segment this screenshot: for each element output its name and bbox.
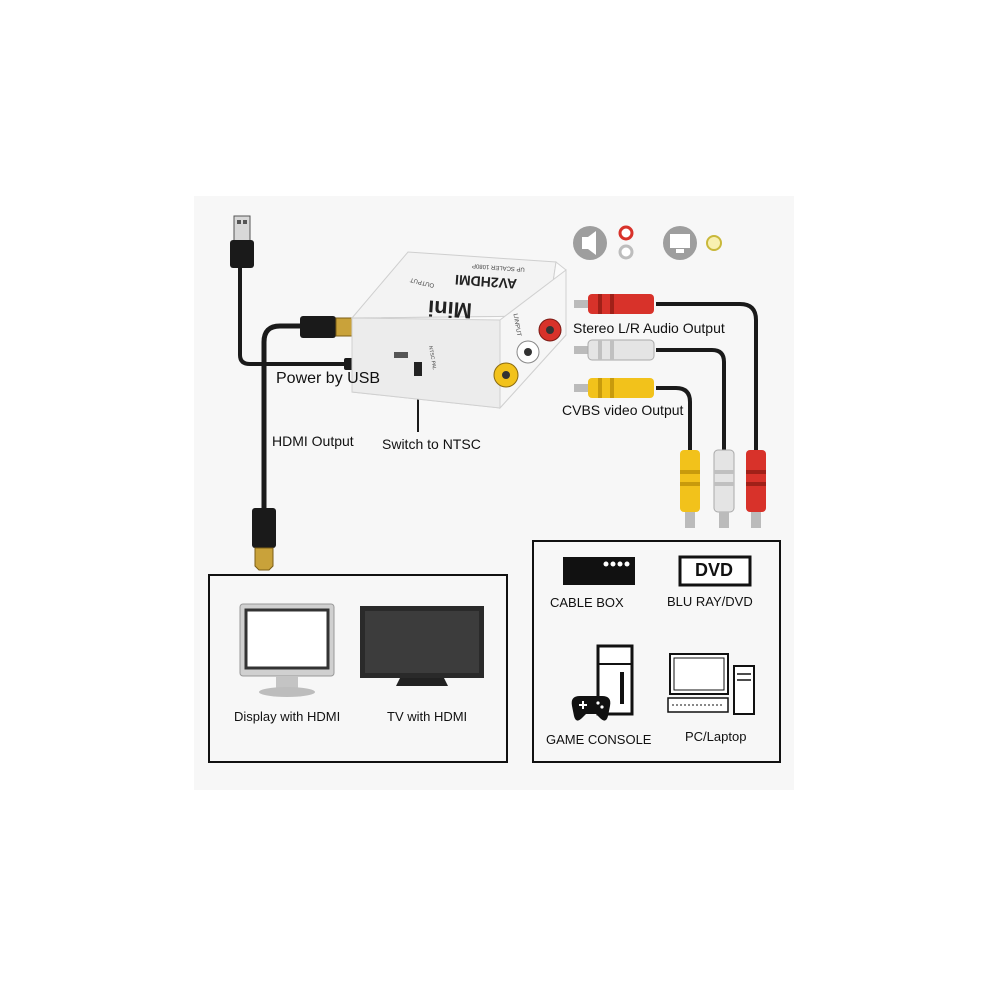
hdmi-cable bbox=[261, 323, 305, 512]
tv-icon bbox=[360, 606, 484, 686]
red-rca-plug-icon bbox=[574, 294, 654, 314]
speaker-icon bbox=[573, 226, 607, 260]
hdmi-displays-box bbox=[208, 574, 508, 763]
yellow-cable bbox=[656, 386, 692, 452]
cvbs-video-output-label: CVBS video Output bbox=[562, 402, 684, 418]
device-brand: Mini bbox=[427, 295, 473, 324]
game-console-icon bbox=[571, 644, 634, 721]
video-jack-icon bbox=[706, 235, 722, 251]
yellow-rca-plug-down-icon bbox=[680, 450, 700, 528]
usb-cable bbox=[238, 268, 352, 366]
stereo-audio-output-label: Stereo L/R Audio Output bbox=[573, 320, 725, 336]
white-cable bbox=[656, 348, 726, 452]
hdmi-plug-top-icon bbox=[300, 316, 361, 338]
dvd-player-icon bbox=[678, 555, 752, 587]
tv-with-hdmi-label: TV with HDMI bbox=[387, 709, 468, 724]
hdmi-output-label: HDMI Output bbox=[272, 433, 354, 449]
display-with-hdmi-label: Display with HDMI bbox=[234, 709, 341, 724]
dvd-logo-text: DVD bbox=[695, 560, 734, 580]
cable-box-icon bbox=[563, 557, 635, 585]
monitor-legend-icon bbox=[663, 226, 697, 260]
red-cable bbox=[656, 302, 758, 452]
pc-icon bbox=[667, 653, 755, 715]
usb-plug-icon bbox=[230, 215, 254, 268]
yellow-rca-plug-icon bbox=[574, 378, 654, 398]
audio-jacks-icon bbox=[618, 225, 634, 260]
white-rca-plug-icon bbox=[574, 339, 655, 361]
blu-ray-dvd-label: BLU RAY/DVD bbox=[667, 594, 753, 609]
hdmi-plug-bottom-icon bbox=[252, 508, 276, 571]
pc-laptop-label: PC/Laptop bbox=[685, 729, 747, 744]
cable-box-label: CABLE BOX bbox=[550, 595, 624, 610]
red-rca-plug-down-icon bbox=[746, 450, 766, 528]
monitor-icon bbox=[239, 603, 335, 697]
white-rca-plug-down-icon bbox=[713, 449, 735, 528]
game-console-label: GAME CONSOLE bbox=[546, 732, 652, 747]
power-by-usb-label: Power by USB bbox=[276, 370, 381, 387]
av-sources-box bbox=[532, 540, 781, 763]
switch-to-ntsc-label: Switch to NTSC bbox=[382, 436, 481, 452]
converter-box bbox=[350, 251, 567, 410]
